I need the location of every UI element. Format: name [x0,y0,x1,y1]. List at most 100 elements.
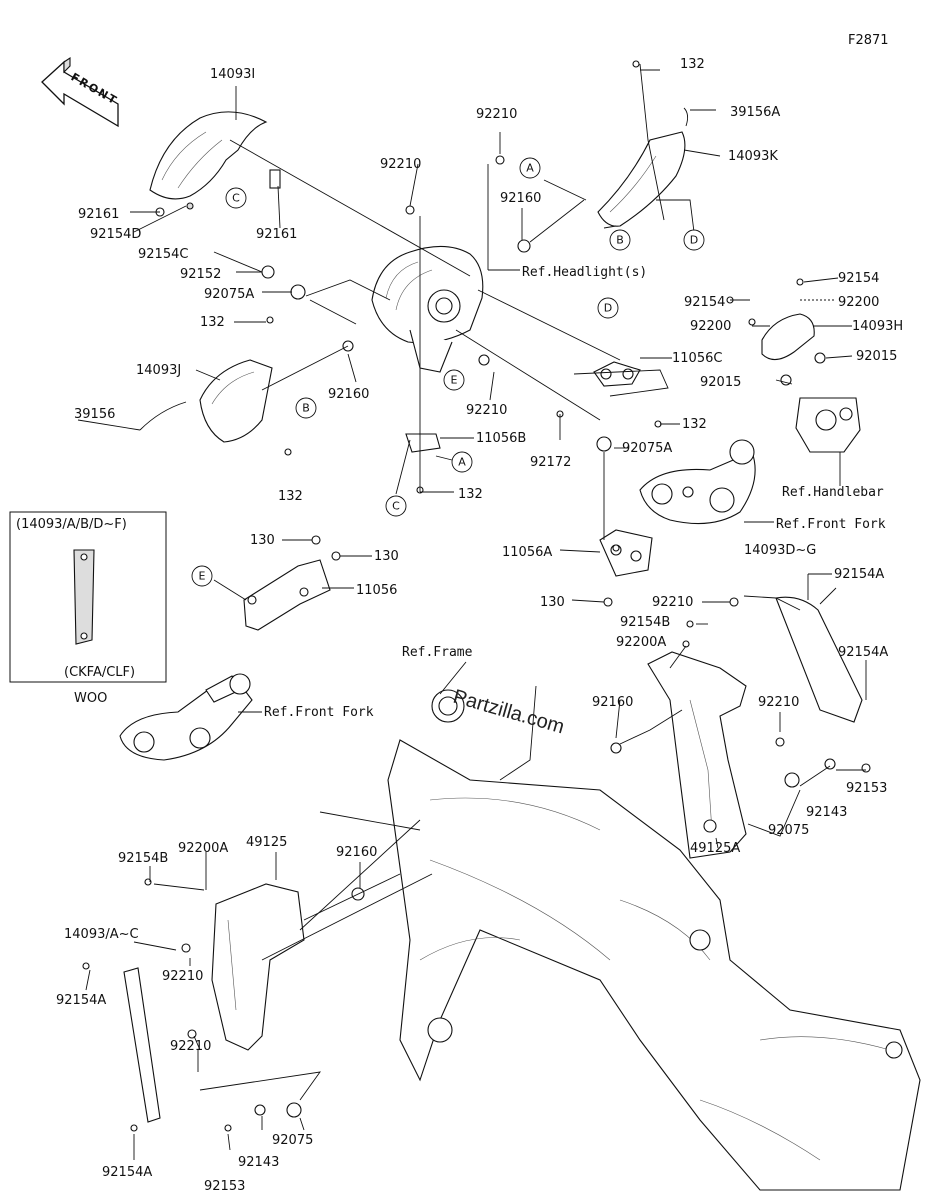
lower-triple-clamp [119,673,253,761]
bracket-parts [405,361,653,577]
label-92154-b: 92154 [684,295,725,310]
left-side-cover-part [139,359,273,443]
label-132-b: 132 [200,315,225,330]
callout-6: B [295,397,317,419]
svg-text:A: A [526,162,534,175]
label-11056A: 11056A [502,545,552,560]
inset-title: (14093/A/B/D~F) [16,517,127,532]
label-92154-a: 92154 [838,271,879,286]
headlight-housing-part [371,245,484,373]
svg-text:C: C [232,192,240,205]
label-132-e: 132 [458,487,483,502]
right-upper-cover-part [597,107,689,227]
label-ref-handlebar: Ref.Handlebar [782,485,884,500]
label-49125: 49125 [246,835,287,850]
label-92200-b: 92200 [690,319,731,334]
label-92154B-b: 92154B [118,851,168,866]
frame-cover-right-part [647,596,863,859]
svg-text:E: E [199,570,206,583]
callout-1: A [519,157,541,179]
label-11056: 11056 [356,583,397,598]
label-92172: 92172 [530,455,571,470]
label-130-c: 130 [540,595,565,610]
label-92210-d: 92210 [652,595,693,610]
label-92200A-b: 92200A [178,841,228,856]
label-ref-headlight: Ref.Headlight(s) [522,265,647,280]
callout-7: D [597,297,619,319]
inset-caption: WOO [74,691,107,706]
frame-cover-left-part [123,883,305,1123]
label-92075-a: 92075 [768,823,809,838]
label-92160-c: 92160 [592,695,633,710]
label-92143-a: 92143 [806,805,847,820]
label-92161-b: 92161 [256,227,297,242]
label-132-d: 132 [682,417,707,432]
label-130-a: 130 [250,533,275,548]
label-92153-a: 92153 [846,781,887,796]
label-92160-b: 92160 [328,387,369,402]
svg-text:C: C [392,500,400,513]
label-11056B: 11056B [476,431,526,446]
label-ref-front-fork-a: Ref.Front Fork [776,517,886,532]
label-92210-a: 92210 [476,107,517,122]
label-92210-f: 92210 [162,969,203,984]
label-92161-a: 92161 [78,207,119,222]
callout-3: C [225,187,247,209]
front-direction-arrow: FRONT [41,56,120,128]
label-49125A: 49125A [690,841,740,856]
label-92210-g: 92210 [170,1039,211,1054]
label-39156: 39156 [74,407,115,422]
label-92154A-c: 92154A [56,993,106,1008]
callout-2: B [609,229,631,251]
handlebar-cover-part [761,313,861,453]
label-92210-c: 92210 [466,403,507,418]
label-92200-a: 92200 [838,295,879,310]
label-14093H: 14093H [852,319,903,334]
label-92153-b: 92153 [204,1179,245,1194]
svg-text:B: B [302,402,310,415]
part-labels: 14093I 132 39156A 14093K 92210 92210 921… [56,57,903,1194]
leader-lines [77,63,867,1160]
label-39156A: 39156A [730,105,780,120]
label-92200A-a: 92200A [616,635,666,650]
callout-9: C [385,495,407,517]
label-132-top: 132 [680,57,705,72]
label-ref-front-fork-b: Ref.Front Fork [264,705,374,720]
headlight-cowl-part [149,111,281,200]
svg-text:E: E [451,374,458,387]
svg-text:B: B [616,234,624,247]
label-92075-b: 92075 [272,1133,313,1148]
label-11056C: 11056C [672,351,722,366]
label-92210-e: 92210 [758,695,799,710]
label-92075A-a: 92075A [204,287,254,302]
label-130-b: 130 [374,549,399,564]
label-92154C: 92154C [138,247,188,262]
label-92075A-b: 92075A [622,441,672,456]
label-92015-b: 92015 [700,375,741,390]
callout-circles: A B C A D B D E C A E [191,157,705,587]
svg-text:A: A [458,456,466,469]
label-ref-frame: Ref.Frame [402,645,473,660]
label-92160-a: 92160 [500,191,541,206]
callout-5: D [683,229,705,251]
figure-code: F2871 [848,33,889,48]
label-14093J: 14093J [136,363,181,378]
callout-11: E [191,565,213,587]
label-92210-b: 92210 [380,157,421,172]
label-92154A-d: 92154A [102,1165,152,1180]
label-14093D-G: 14093D~G [744,543,816,558]
label-92160-d: 92160 [336,845,377,860]
callout-8: E [443,369,465,391]
inset-footer: (CKFA/CLF) [64,665,135,680]
label-14093K: 14093K [728,149,778,164]
label-92015-a: 92015 [856,349,897,364]
frame-part [387,689,921,1191]
left-bracket-part [243,559,331,631]
inset-box: (14093/A/B/D~F) (CKFA/CLF) WOO [9,511,167,706]
label-132-c: 132 [278,489,303,504]
label-92154A-b: 92154A [838,645,888,660]
label-92154B-a: 92154B [620,615,670,630]
label-92154A-a: 92154A [834,567,884,582]
